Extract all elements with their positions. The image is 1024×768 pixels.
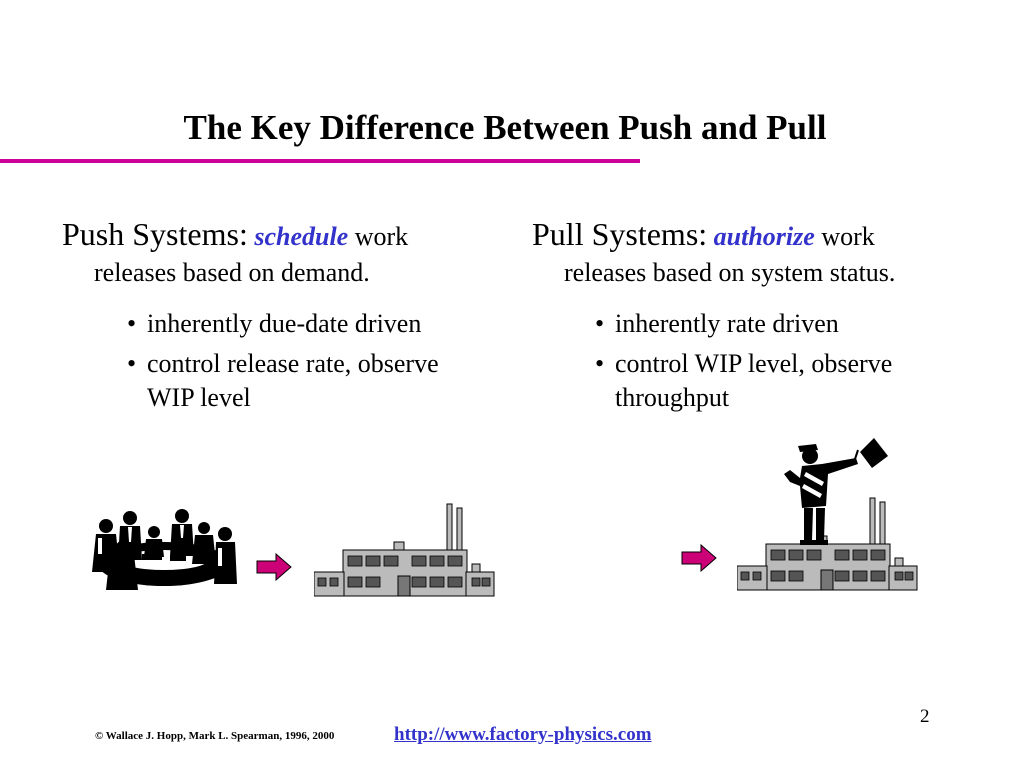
arrow-right-icon bbox=[681, 544, 717, 572]
copyright-notice: © Wallace J. Hopp, Mark L. Spearman, 199… bbox=[95, 730, 335, 742]
arrow-right-icon bbox=[256, 553, 292, 581]
pull-keyword: authorize bbox=[713, 222, 815, 251]
bullet-icon: • bbox=[595, 349, 605, 378]
bullet-icon: • bbox=[127, 309, 137, 338]
flagman-icon bbox=[784, 438, 888, 545]
slide-title: The Key Difference Between Push and Pull bbox=[183, 108, 827, 147]
factory-icon bbox=[314, 503, 495, 597]
list-item: •inherently due-date driven bbox=[127, 307, 482, 341]
list-item: •inherently rate driven bbox=[595, 307, 952, 341]
push-column: Push Systems: schedule work releases bas… bbox=[62, 216, 482, 421]
push-bullet-list: •inherently due-date driven •control rel… bbox=[127, 307, 482, 415]
push-heading: Push Systems: schedule work releases bas… bbox=[62, 216, 409, 287]
pull-heading: Pull Systems: authorize work releases ba… bbox=[532, 216, 896, 287]
list-item: •control release rate, observe WIP level bbox=[127, 349, 439, 412]
page-number: 2 bbox=[920, 706, 930, 727]
meeting-icon bbox=[92, 502, 237, 594]
title-divider bbox=[0, 159, 640, 163]
website-link[interactable]: http://www.factory-physics.com bbox=[394, 724, 652, 745]
bullet-icon: • bbox=[595, 309, 605, 338]
list-item: •control WIP level, observe throughput bbox=[595, 349, 893, 412]
pull-bullet-list: •inherently rate driven •control WIP lev… bbox=[595, 307, 952, 415]
push-keyword: schedule bbox=[254, 222, 349, 251]
bullet-icon: • bbox=[127, 349, 137, 378]
pull-column: Pull Systems: authorize work releases ba… bbox=[532, 216, 952, 421]
